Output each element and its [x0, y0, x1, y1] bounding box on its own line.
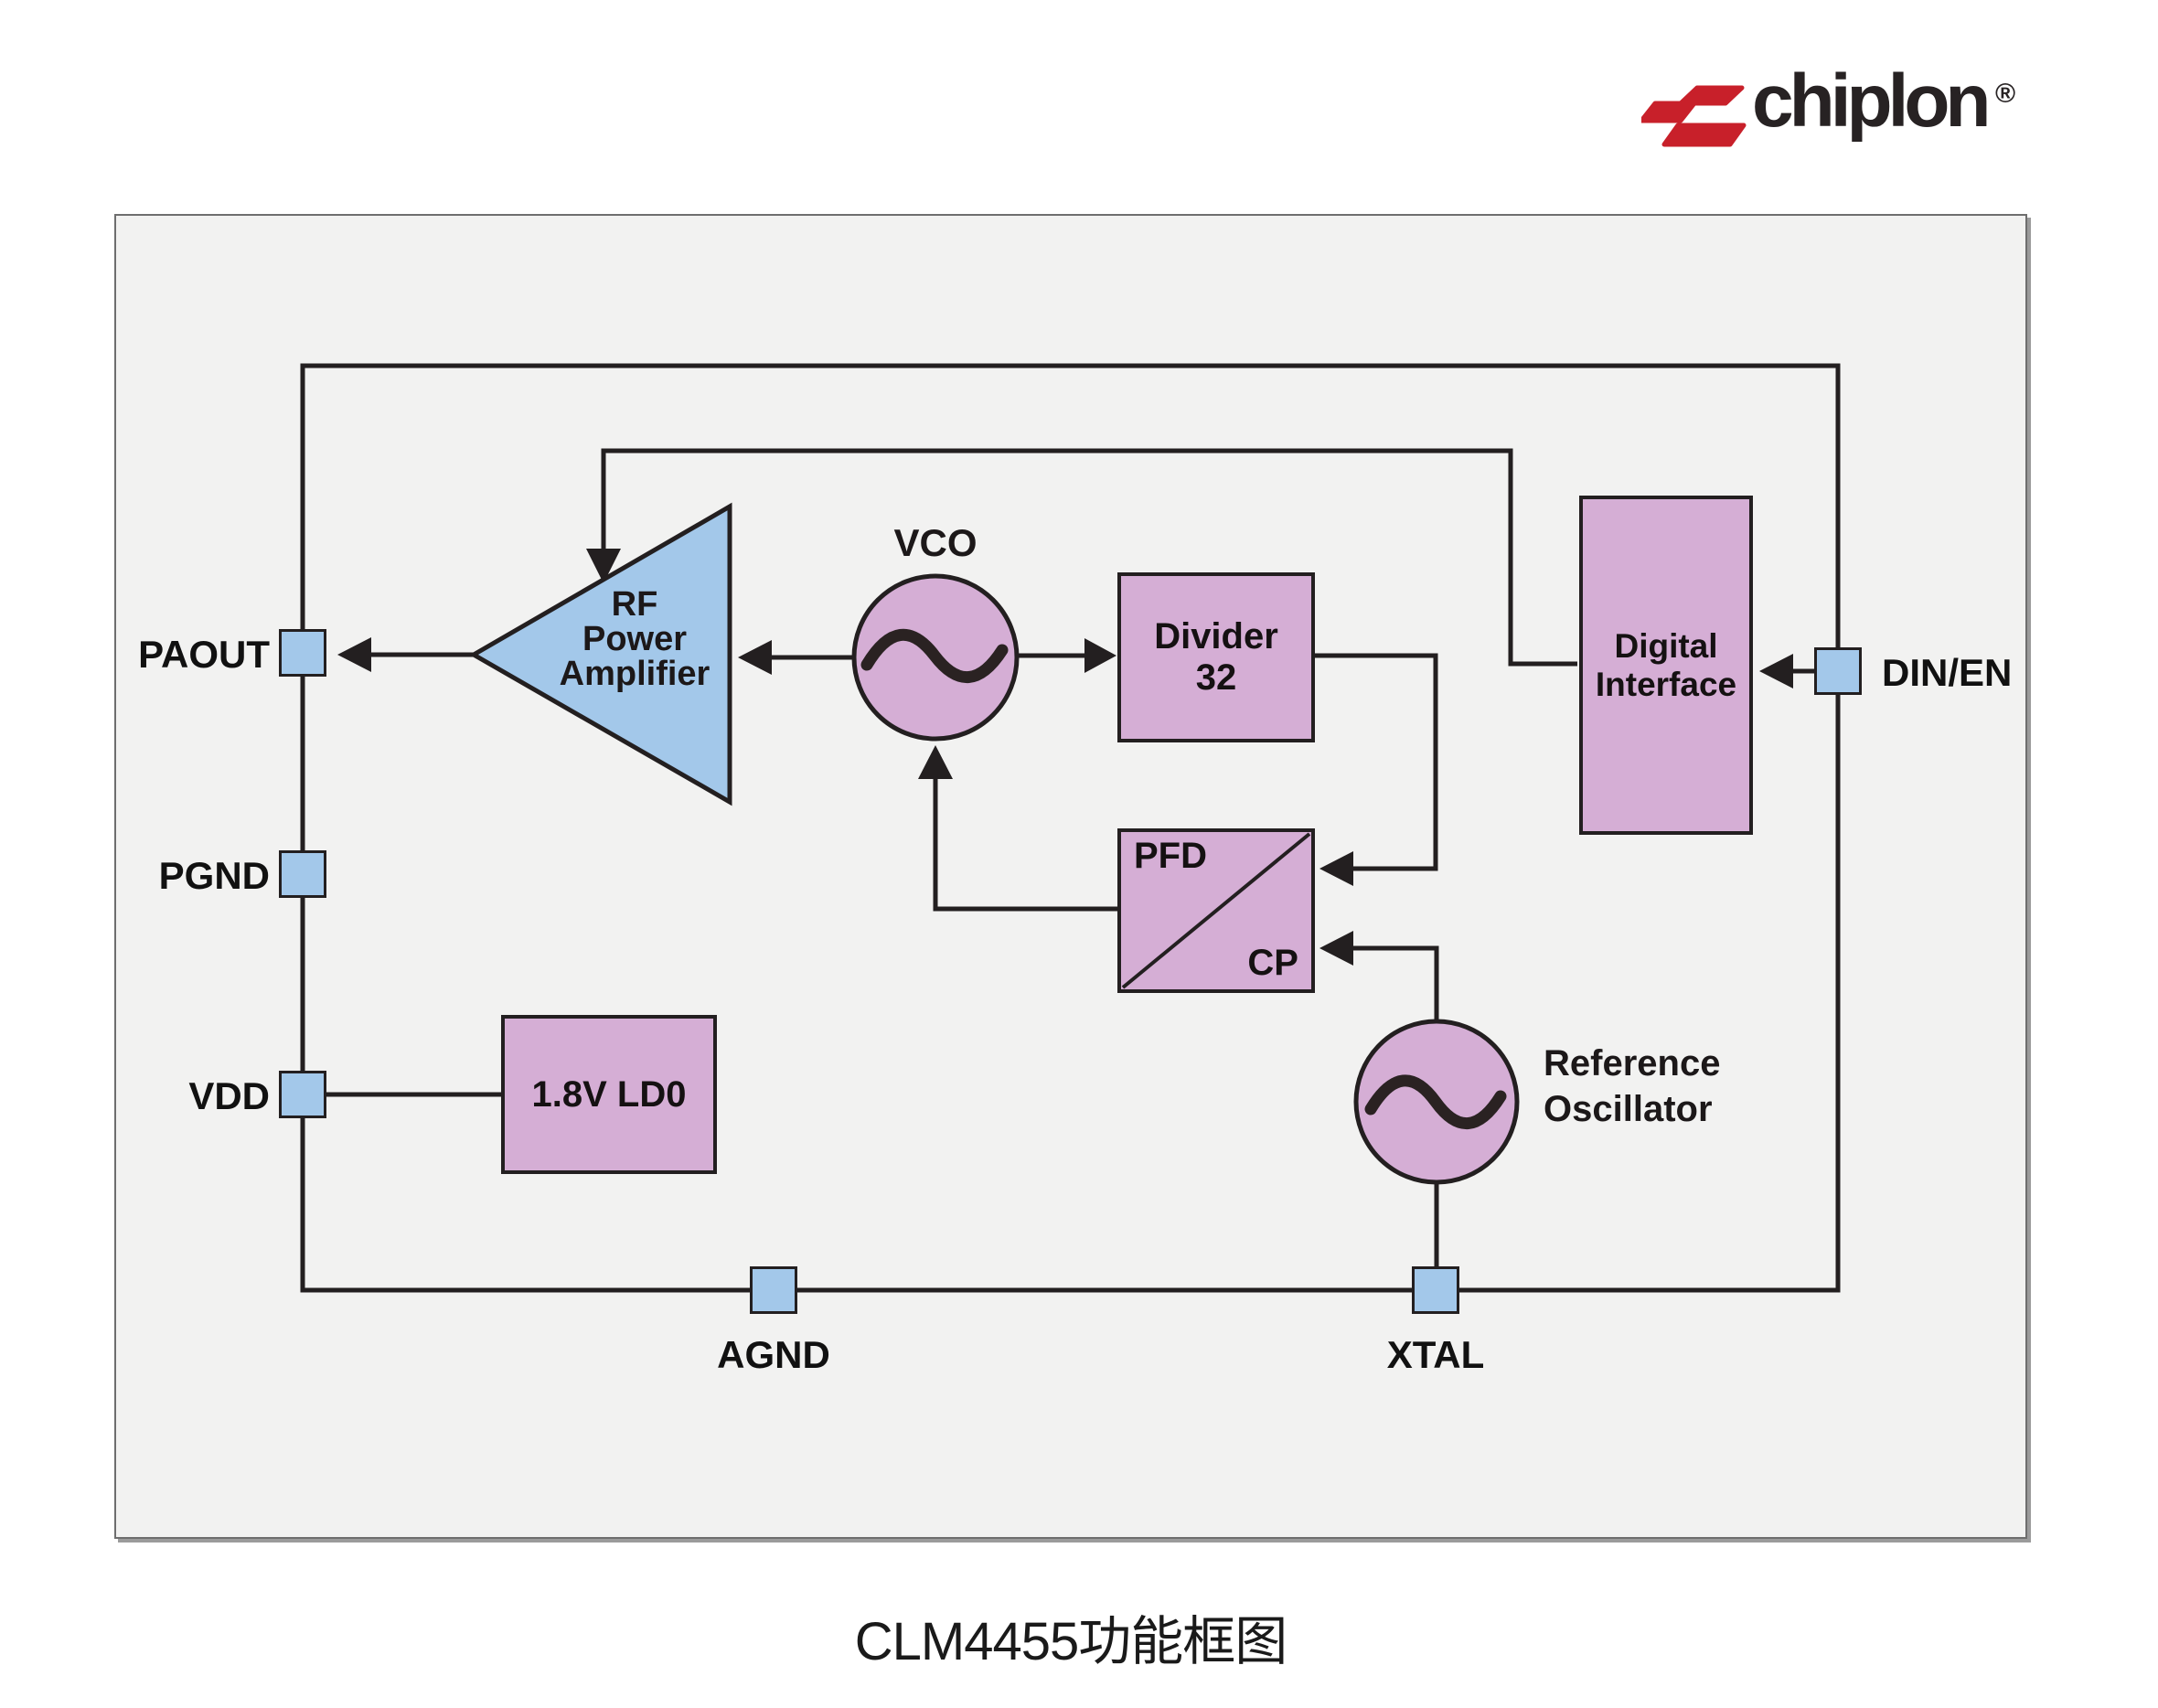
pin-xtal: [1412, 1266, 1459, 1314]
rf-amplifier-label-line1: RF: [611, 585, 658, 624]
logo-stripe-top: [1678, 85, 1745, 106]
pin-vdd: [279, 1071, 326, 1118]
digital-interface-block: Digital Interface: [1579, 496, 1753, 835]
brand-wordmark: chiplon: [1752, 59, 1992, 143]
vco-label: VCO: [893, 521, 978, 564]
cp-label: CP: [1247, 943, 1298, 983]
digital-interface-label-line2: Interface: [1595, 665, 1737, 703]
pin-label-paout: PAOUT: [138, 633, 270, 676]
pfd-cp-block: PFD CP: [1117, 828, 1315, 993]
pin-label-xtal: XTAL: [1386, 1333, 1485, 1376]
rf-amplifier-label: RF Power Amplifier: [510, 587, 759, 691]
ldo-block: 1.8V LD0: [501, 1015, 717, 1174]
logo-stripe-middle: [1641, 101, 1697, 123]
divider-label-line1: Divider: [1154, 616, 1278, 657]
rf-amplifier-label-line3: Amplifier: [559, 655, 710, 693]
digital-interface-label-line1: Digital: [1614, 627, 1718, 666]
logo-stripe-bottom: [1661, 123, 1747, 147]
pin-din-en: [1814, 647, 1862, 695]
pfd-label: PFD: [1134, 836, 1207, 876]
chiplon-logo-icon: [1641, 85, 1747, 147]
diagram-caption: CLM4455功能框图: [854, 1612, 1288, 1671]
divider-label-line2: 32: [1195, 657, 1237, 698]
reference-oscillator-label-line2: Oscillator: [1544, 1089, 1713, 1129]
pin-label-vdd: VDD: [188, 1074, 270, 1117]
pin-label-agnd: AGND: [717, 1333, 830, 1376]
pin-label-din-en: DIN/EN: [1882, 651, 2013, 694]
diagram-panel: [114, 214, 2027, 1539]
pin-label-pgnd: PGND: [158, 854, 270, 897]
pin-pgnd: [279, 850, 326, 898]
rf-amplifier-label-line2: Power: [582, 620, 688, 658]
reference-oscillator-label: Reference Oscillator: [1544, 1041, 1720, 1132]
reference-oscillator-label-line1: Reference: [1544, 1043, 1721, 1084]
pin-agnd: [750, 1266, 797, 1314]
pfd-cp-diagonal: [1121, 832, 1311, 989]
registered-trademark-symbol: ®: [1995, 79, 2016, 109]
pin-paout: [279, 629, 326, 677]
ldo-label: 1.8V LD0: [531, 1073, 687, 1115]
divider-block: Divider 32: [1117, 572, 1315, 742]
